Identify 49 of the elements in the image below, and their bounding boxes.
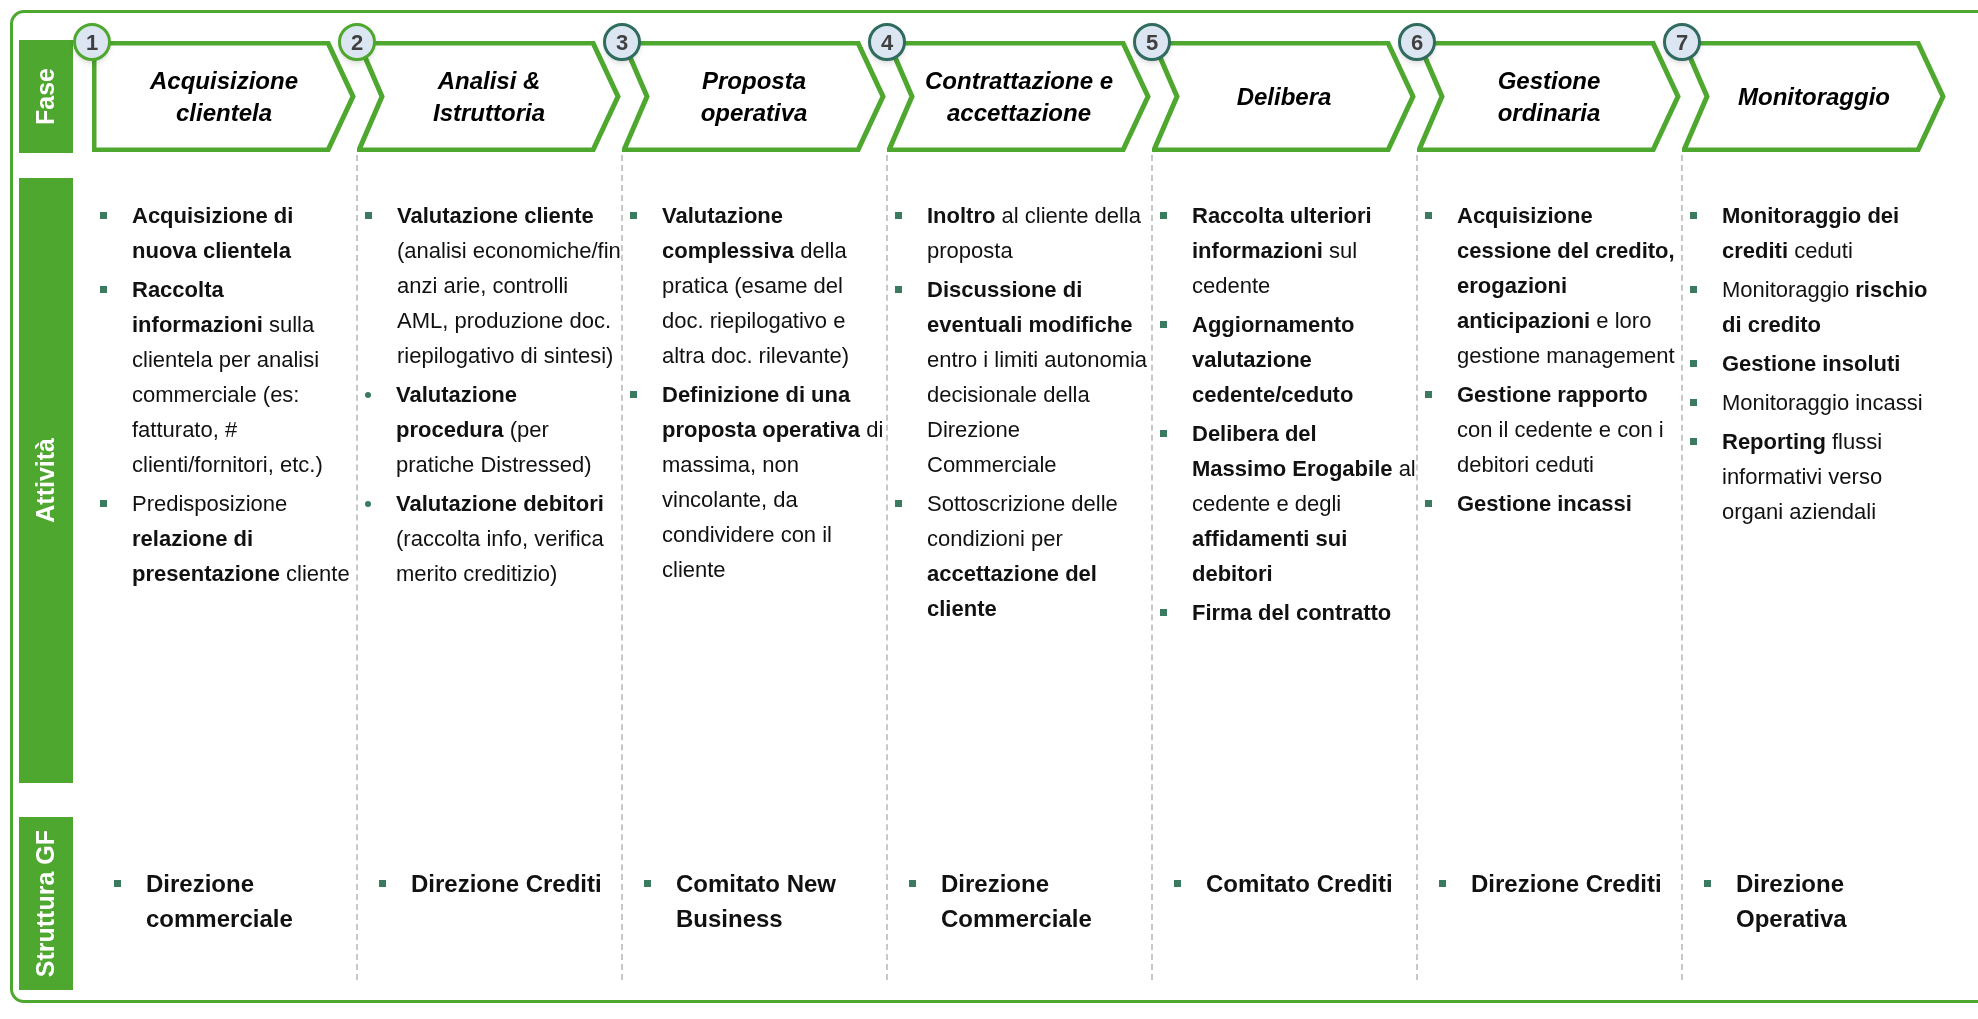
- step-number-badge: 6: [1398, 23, 1436, 61]
- activity-text: Aggiornamento valutazione cedente/ceduto: [1192, 311, 1356, 409]
- phase-title: Analisi & Istruttoria: [432, 65, 546, 128]
- activity-text: Monitoraggio rischio di credito: [1722, 276, 1929, 339]
- step-number-badge: 5: [1133, 23, 1171, 61]
- phase-title: Proposta operativa: [699, 65, 809, 128]
- structure-text: Direzione Commerciale: [941, 869, 1093, 934]
- structure-text: Direzione Operativa: [1736, 869, 1848, 934]
- row-header-text: Struttura GF: [30, 829, 61, 978]
- activity-text: Discussione di eventuali modifiche entro i limiti autonomia decisionale della Direzione Commerciale: [927, 276, 1149, 479]
- step-number-badge: 2: [338, 23, 376, 61]
- activity-text: Reporting flussi informativi verso organi aziendali: [1722, 428, 1884, 526]
- activity-text: Inoltro al cliente della proposta: [927, 202, 1142, 265]
- structure-text: Comitato New Business: [676, 869, 837, 934]
- structure-text: Direzione Crediti: [411, 869, 602, 899]
- activity-text: Acquisizione cessione del credito, erogazioni anticipazioni e loro gestione management: [1457, 202, 1676, 370]
- phase-title: Gestione ordinaria: [1496, 65, 1602, 128]
- step-number-badge: 3: [603, 23, 641, 61]
- activity-text: Gestione insoluti: [1722, 350, 1901, 378]
- activity-text: Gestione incassi: [1457, 490, 1632, 518]
- structure-text: Direzione commerciale: [146, 869, 294, 934]
- activity-text: Definizione di una proposta operativa di massima, non vincolante, da condividere con il cliente: [662, 381, 885, 584]
- activity-text: Valutazione procedura (per pratiche Distressed): [396, 381, 593, 479]
- structure-text: Comitato Crediti: [1206, 869, 1393, 899]
- row-header-text: Fase: [30, 68, 61, 125]
- activity-text: Raccolta informazioni sulla clientela per analisi commerciale (es: fatturato, # clienti/fornitori, etc.): [132, 276, 324, 479]
- phase-title: Contrattazione e accettazione: [924, 65, 1114, 128]
- activity-text: Delibera del Massimo Erogabile al cedente e degli affidamenti sui debitori: [1192, 420, 1416, 588]
- row-header-text: Attività: [30, 438, 61, 523]
- structure-text: Direzione Crediti: [1471, 869, 1662, 899]
- step-number-badge: 1: [73, 23, 111, 61]
- activity-text: Firma del contratto: [1192, 599, 1392, 627]
- row-header-bar: [19, 817, 73, 990]
- step-number-badge: 7: [1663, 23, 1701, 61]
- activity-text: Monitoraggio incassi: [1722, 389, 1923, 417]
- row-header-bar: [19, 40, 73, 153]
- activity-text: Predisposizione relazione di presentazione cliente: [132, 490, 351, 588]
- activity-text: Gestione rapporto con il cedente e con i debitori ceduti: [1457, 381, 1665, 479]
- activity-text: Raccolta ulteriori informazioni sul cedente: [1192, 202, 1373, 300]
- activity-text: Acquisizione di nuova clientela: [132, 202, 295, 265]
- phase-title: Monitoraggio: [1738, 81, 1890, 112]
- phase-title: Acquisizione clientela: [148, 65, 299, 128]
- activity-text: Valutazione complessiva della pratica (esame del doc. riepilogativo e altra doc. rilevante): [662, 202, 851, 370]
- activity-text: Sottoscrizione delle condizioni per accettazione del cliente: [927, 490, 1119, 623]
- phase-title: Delibera: [1236, 81, 1332, 112]
- row-header-bar: [19, 178, 73, 783]
- activity-text: Valutazione cliente (analisi economiche/fin anzi arie, controlli AML, produzione doc. riepilogativo di sintesi): [397, 202, 621, 370]
- step-number-badge: 4: [868, 23, 906, 61]
- activity-text: Valutazione debitori (raccolta info, verifica merito creditizio): [396, 490, 605, 588]
